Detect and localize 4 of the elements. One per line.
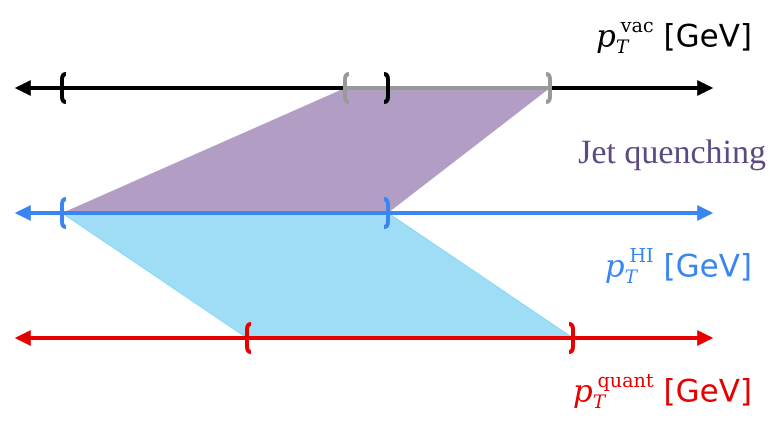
axis-label: p$_{T}$$^{quant}$ [GeV] bbox=[572, 371, 752, 412]
axis-label: p$_{T}$$^{vac}$ [GeV] bbox=[596, 16, 752, 58]
annotation-text: Jet quenching bbox=[578, 136, 766, 170]
axis-label: p$_{T}$$^{HI}$ [GeV] bbox=[604, 246, 752, 288]
